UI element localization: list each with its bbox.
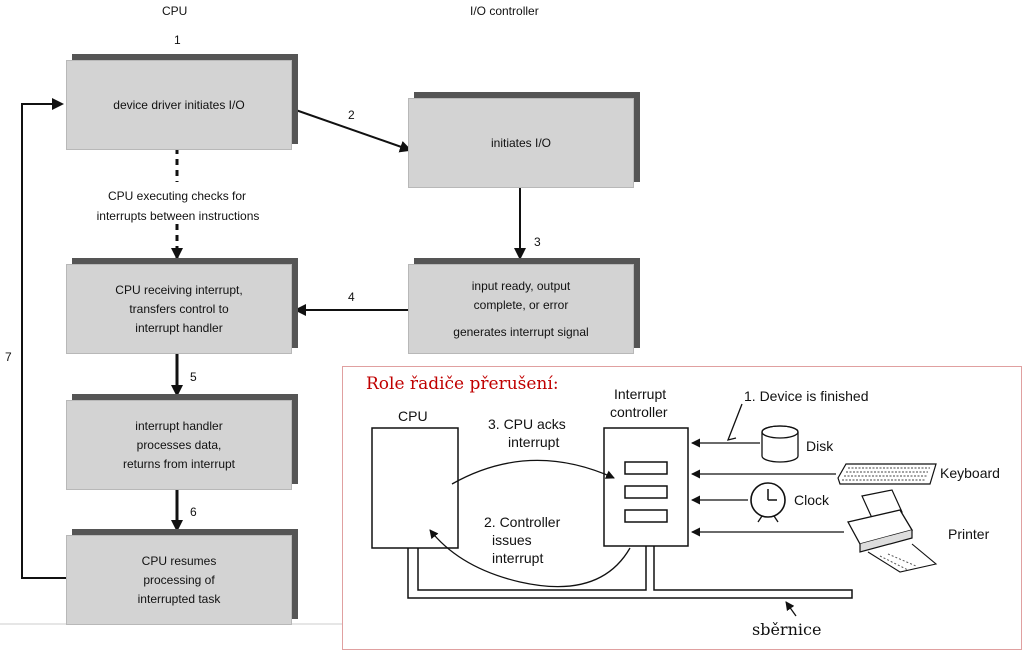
arc-controller-issues [429, 529, 631, 588]
box-line: interrupted task [137, 591, 221, 606]
step-2-label: 2 [348, 108, 355, 122]
box-input-ready: input ready, output complete, or error g… [408, 264, 634, 354]
box-initiates-io: initiates I/O [408, 98, 634, 188]
step-7-label: 7 [5, 350, 12, 364]
box-interrupt-handler: interrupt handler processes data, return… [66, 400, 292, 490]
issues-label-line-2: issues [492, 532, 532, 548]
device-finished-label: 1. Device is finished [744, 388, 869, 404]
controller-slot [624, 509, 668, 523]
bus-line [407, 546, 853, 599]
bus-label: sběrnice [752, 620, 822, 639]
step-3-label: 3 [534, 235, 541, 249]
step-6-label: 6 [190, 505, 197, 519]
arc-cpu-acks [451, 459, 615, 485]
finished-pointer [726, 403, 743, 441]
keyboard-label: Keyboard [940, 465, 1000, 481]
arrow-step-2 [289, 107, 412, 153]
io-controller-column-header: I/O controller [470, 4, 539, 18]
box-line: processing of [143, 572, 215, 587]
box-line: device driver initiates I/O [113, 97, 245, 112]
box-device-driver: device driver initiates I/O [66, 60, 292, 150]
loop-arrow-step-7 [21, 98, 66, 579]
disk-label: Disk [806, 438, 834, 454]
cpu-column-header: CPU [162, 4, 188, 18]
note-line: CPU executing checks for [107, 189, 247, 203]
box-line: generates interrupt signal [453, 324, 589, 339]
checks-note-line-2: interrupts between instructions [78, 206, 278, 226]
controller-label-line-2: controller [610, 404, 668, 420]
clock-label: Clock [794, 492, 830, 508]
inset-cpu-label: CPU [398, 408, 428, 424]
step-5-label: 5 [190, 370, 197, 384]
disk-icon [761, 425, 799, 463]
step-1-label: 1 [174, 33, 181, 47]
box-cpu-resumes: CPU resumes processing of interrupted ta… [66, 535, 292, 625]
acks-label-line-1: 3. CPU acks [488, 416, 566, 432]
box-line: processes data, [136, 437, 222, 452]
box-line: returns from interrupt [122, 456, 236, 471]
box-line: input ready, output [471, 278, 571, 293]
box-cpu-receiving: CPU receiving interrupt, transfers contr… [66, 264, 292, 354]
controller-slot [624, 461, 668, 475]
box-line: CPU resumes [141, 553, 217, 568]
issues-label-line-1: 2. Controller [484, 514, 561, 530]
box-line: initiates I/O [490, 135, 552, 150]
keyboard-icon [837, 463, 937, 485]
clock-icon [750, 482, 786, 523]
issues-label-line-3: interrupt [492, 550, 544, 566]
box-line: CPU receiving interrupt, [115, 282, 243, 297]
inset-title: Role řadiče přerušení: [366, 374, 559, 394]
bus-pointer [785, 601, 797, 617]
step-4-label: 4 [348, 290, 355, 304]
checks-note: CPU executing checks for [92, 186, 262, 206]
acks-label-line-2: interrupt [508, 434, 560, 450]
controller-slot [624, 485, 668, 499]
inset-cpu-box [371, 427, 459, 549]
box-line: interrupt handler [135, 320, 223, 335]
box-line: interrupt handler [135, 418, 223, 433]
controller-label-line-1: Interrupt [614, 386, 667, 402]
box-line: complete, or error [473, 297, 569, 312]
box-line: transfers control to [129, 301, 229, 316]
note-line: interrupts between instructions [96, 209, 260, 223]
printer-label: Printer [948, 526, 990, 542]
printer-icon [847, 489, 938, 573]
